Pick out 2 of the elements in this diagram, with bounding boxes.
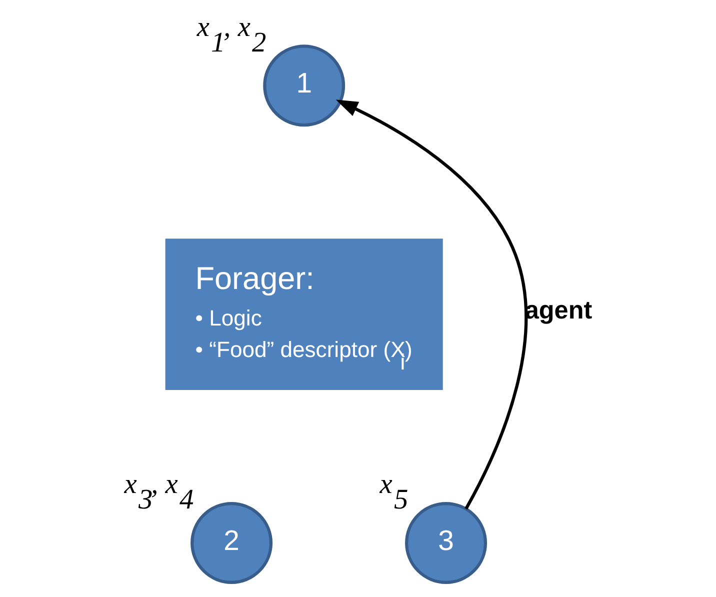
node-circle: 1: [262, 44, 345, 127]
arrow: [335, 100, 528, 510]
